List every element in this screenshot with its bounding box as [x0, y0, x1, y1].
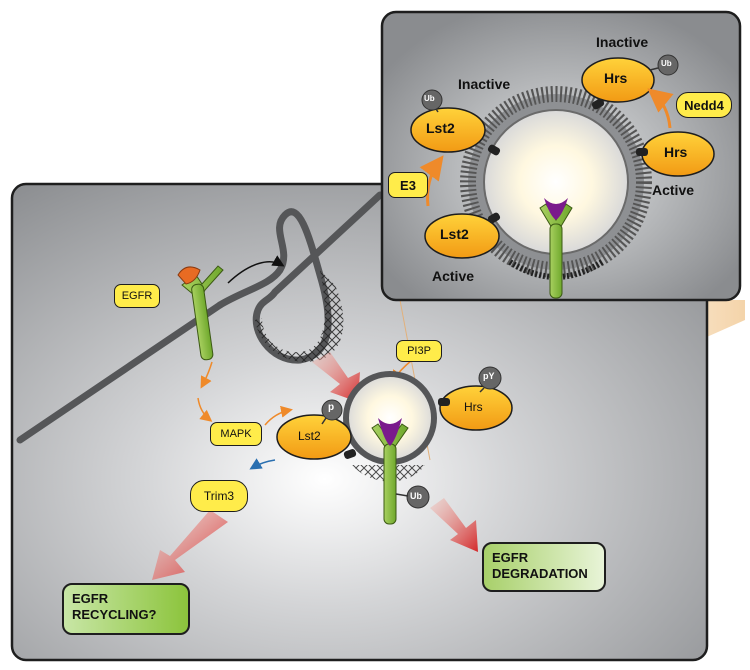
inset-inactive-lst2-label: Inactive [458, 76, 511, 92]
degradation-line2: DEGRADATION [492, 566, 588, 581]
trim3-label: Trim3 [190, 480, 248, 512]
p-label: p [328, 402, 335, 413]
lst2-protein [276, 414, 352, 460]
inset-active-lst2-label: Active [432, 268, 475, 284]
to-recycling-arrow [152, 510, 228, 580]
recycling-line1: EGFR [72, 591, 109, 606]
internalization-arrow [227, 255, 285, 284]
inset-active-hrs-label: Active [652, 182, 695, 198]
to-degradation-arrow [430, 498, 478, 552]
signal-arrow-1 [200, 361, 213, 389]
egfr-label: EGFR [114, 284, 160, 308]
mapk-to-lst2-arrow [264, 405, 293, 426]
inset-ub-lst2 [421, 89, 443, 111]
ub-label-receptor: Ub [410, 491, 422, 501]
recycling-line2: RECYCLING? [72, 607, 157, 622]
mapk-label: MAPK [210, 422, 262, 446]
py-label: pY [483, 371, 495, 381]
inset-lst2-inactive-text: Lst2 [426, 120, 455, 136]
e3-label: E3 [388, 172, 428, 198]
inset-lst2-active-text: Lst2 [440, 226, 469, 242]
signal-arrow-2 [197, 397, 213, 422]
plasma-membrane-invagination [216, 191, 384, 364]
inset-hrs-active-text: Hrs [664, 144, 688, 160]
endosome-ligand [378, 418, 402, 446]
recycling-outcome-box: EGFR RECYCLING? [62, 583, 190, 635]
inset-ub-lst2-text: Ub [424, 94, 435, 103]
pi3p-label: PI3P [396, 340, 442, 362]
inset-lst2-inactive [410, 107, 486, 153]
inset-ub-hrs [657, 54, 679, 76]
inset-egfr-stem [549, 223, 563, 299]
lst2-label: Lst2 [298, 429, 321, 443]
degradation-outcome-box: EGFR DEGRADATION [482, 542, 606, 592]
nedd4-label: Nedd4 [676, 92, 732, 118]
to-endosome-arrow [312, 352, 360, 402]
clathrin-coat [255, 270, 344, 362]
lst2-to-trim3-arrow [249, 458, 276, 470]
inset-e3-arrow [419, 155, 444, 207]
plasma-membrane [16, 301, 224, 444]
inset-ub-hrs-text: Ub [661, 59, 672, 68]
inset-nedd4-arrow [647, 88, 674, 129]
egfr-receptor-stem [191, 283, 214, 361]
endosome-egfr-stem [383, 443, 397, 525]
py-tag [478, 366, 502, 390]
hrs-label: Hrs [464, 400, 483, 414]
degradation-line1: EGFR [492, 550, 529, 565]
inset-hrs-inactive-text: Hrs [604, 70, 628, 86]
egf-ligand [177, 266, 201, 285]
inset-ligand [544, 198, 568, 220]
inset-inactive-hrs-label: Inactive [596, 34, 649, 50]
hrs-protein [439, 385, 513, 431]
ub-tag-receptor [406, 485, 430, 509]
inset-hrs-inactive [581, 57, 655, 103]
p-tag [321, 399, 343, 421]
inset-lst2-active [424, 213, 500, 259]
